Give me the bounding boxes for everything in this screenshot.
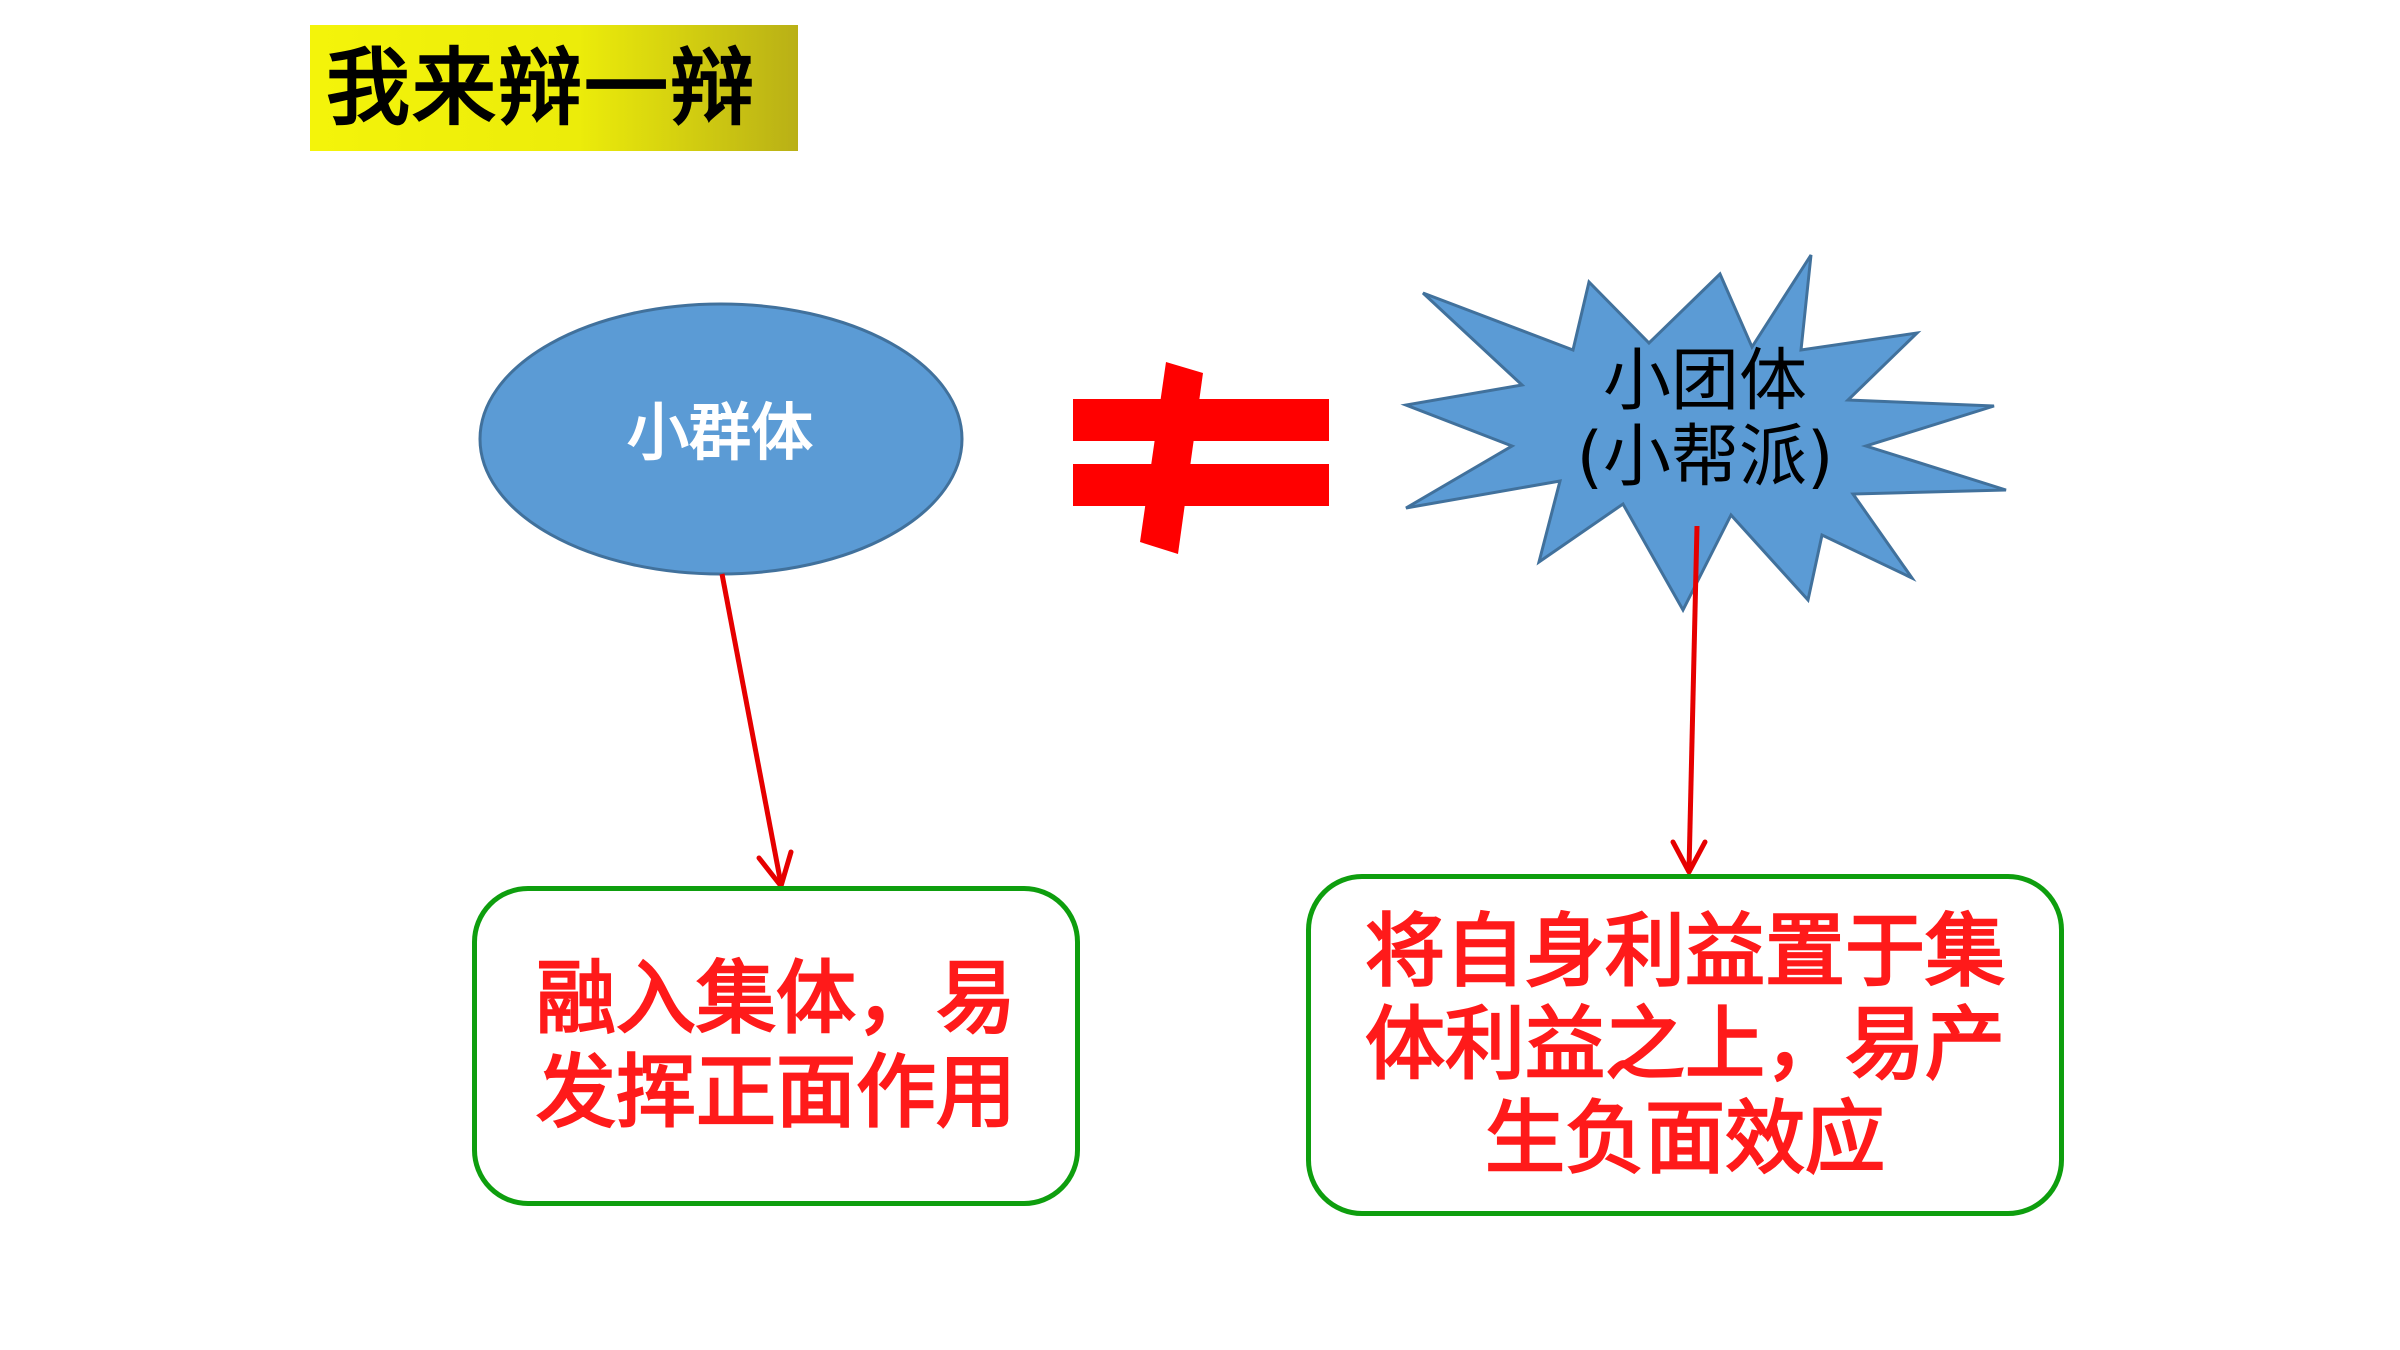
clique-result-text: 将自身利益置于集 体利益之上，易产 生负面效应 [1355,905,2015,1186]
clique-label-line1: 小团体 [1602,342,1807,421]
left-arrow [719,573,794,889]
not-equal-top-bar [1073,399,1329,441]
clique-result-line2: 体利益之上，易产 [1365,998,2005,1092]
clique-label-line2: (小帮派) [1576,418,1834,498]
left-arrow-shaft [719,573,784,885]
small-group-label: 小群体 [626,396,813,469]
small-group-result-line1: 融入集体，易 [536,952,1016,1046]
title-banner: 我来辩一辩 [310,25,798,151]
not-equal-icon [1073,362,1329,554]
not-equal-bottom-bar [1073,464,1329,506]
clique-result-box: 将自身利益置于集 体利益之上，易产 生负面效应 [1306,874,2064,1216]
right-arrowhead-icon [1670,839,1708,875]
clique-result-line1: 将自身利益置于集 [1365,904,2005,998]
clique-starburst [1400,254,2007,614]
right-arrow-shaft [1686,525,1700,871]
small-group-result-line2: 发挥正面作用 [536,1046,1016,1139]
right-arrow [1670,525,1708,875]
small-group-result-box: 融入集体，易 发挥正面作用 [472,886,1080,1206]
clique-label: 小团体 (小帮派) [1480,342,1930,498]
small-group-result-text: 融入集体，易 发挥正面作用 [526,952,1026,1139]
clique-result-line3: 生负面效应 [1485,1091,1885,1185]
small-group-ellipse [478,302,964,576]
slide-title: 我来辩一辩 [326,39,757,137]
not-equal-slash [1140,362,1203,554]
